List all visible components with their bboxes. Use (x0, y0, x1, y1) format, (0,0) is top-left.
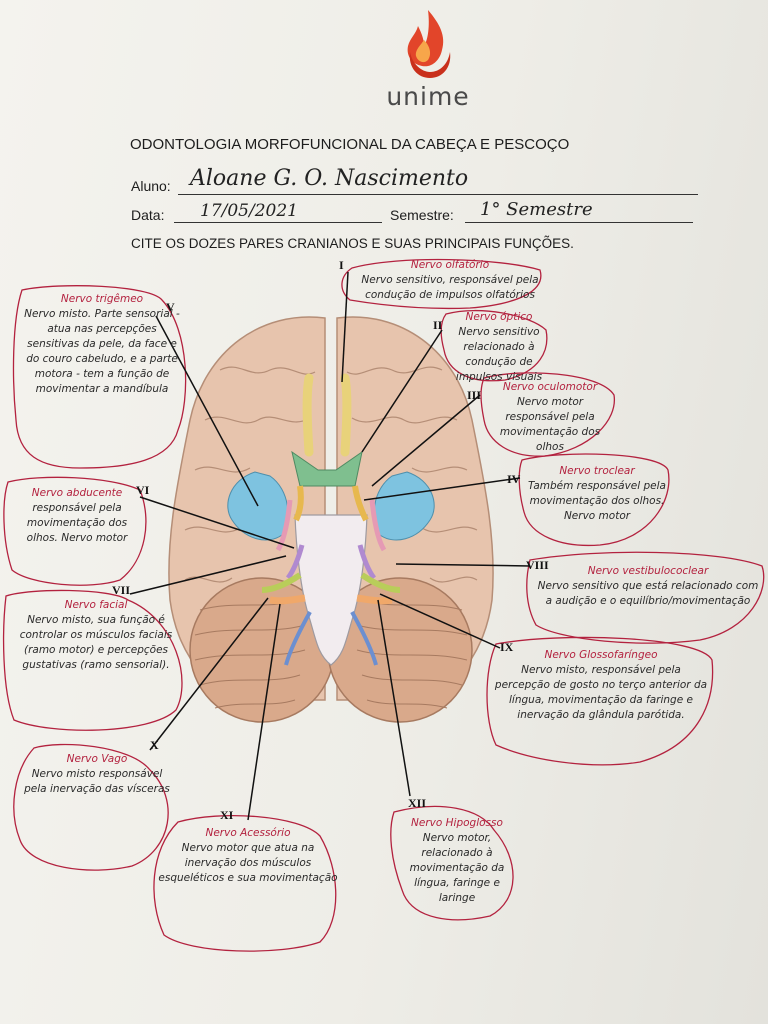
numeral-i: I (339, 258, 344, 272)
numeral-iv: IV (507, 472, 521, 486)
nerve-note-abducente: Nervo abducente responsável pela movimen… (26, 487, 128, 544)
nerve-note-optico: Nervo óptico Nervo sensitivo relacionado… (455, 311, 543, 383)
nerve-note-olfatorio: Nervo olfatório Nervo sensitivo, respons… (361, 259, 539, 301)
nerve-note-trigemeo: Nervo trigêmeo Nervo misto. Parte sensor… (24, 293, 180, 395)
nerve-note-acessorio: Nervo Acessório Nervo motor que atua na … (158, 827, 338, 884)
flame-icon (407, 10, 451, 78)
logo-wordmark: unime (386, 82, 470, 111)
semester-label: Semestre: (390, 207, 454, 223)
numeral-vii: VII (112, 583, 131, 597)
numeral-iii: III (467, 388, 482, 402)
student-name: Aloane G. O. Nascimento (190, 166, 469, 191)
student-label: Aluno: (131, 178, 171, 194)
nerve-note-vago: Nervo Vago Nervo misto responsável pela … (24, 753, 170, 795)
question-text: CITE OS DOZES PARES CRANIANOS E SUAS PRI… (131, 236, 574, 251)
nerve-note-hipoglosso: Nervo Hipoglosso Nervo motor, relacionad… (409, 817, 505, 904)
course-title: ODONTOLOGIA MORFOFUNCIONAL DA CABEÇA E P… (130, 136, 570, 153)
date-label: Data: (131, 207, 165, 223)
date-underline (174, 222, 382, 223)
semester-underline (465, 222, 693, 223)
numeral-xi: XI (220, 808, 234, 822)
numeral-xii: XII (408, 796, 427, 810)
numeral-x: X (150, 738, 159, 752)
numeral-vi: VI (136, 483, 150, 497)
nerve-note-glossofaringeo: Nervo Glossofaríngeo Nervo misto, respon… (494, 649, 708, 721)
brain-illustration (168, 316, 494, 723)
numeral-ix: IX (500, 640, 514, 654)
numeral-viii: VIII (526, 558, 549, 572)
unime-logo: unime (380, 6, 476, 111)
numeral-v: V (166, 300, 175, 314)
semester-value: 1° Semestre (480, 199, 593, 220)
annotation-outlines (2, 258, 765, 952)
nerve-note-troclear: Nervo troclear Também responsável pela m… (528, 465, 666, 522)
nerve-note-facial: Nervo facial Nervo misto, sua função é c… (19, 599, 173, 671)
date-value: 17/05/2021 (200, 201, 298, 221)
nerve-note-vestibulococlear: Nervo vestibulococlear Nervo sensitivo q… (537, 565, 759, 607)
numeral-ii: II (433, 318, 443, 332)
leader-lines (129, 271, 531, 821)
nerve-note-oculomotor: Nervo oculomotor Nervo motor responsável… (499, 381, 601, 453)
student-underline (178, 194, 698, 195)
